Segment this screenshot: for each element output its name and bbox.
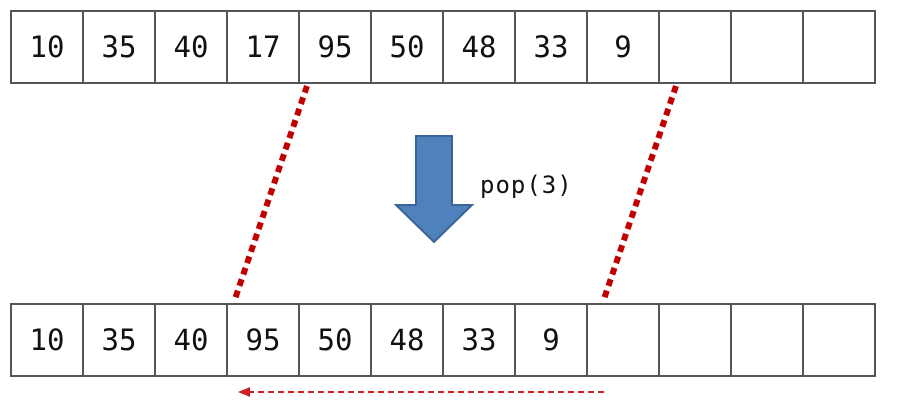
array-cell: 33 [514,10,588,84]
array-cell: 50 [370,10,444,84]
array-cell: 40 [154,303,228,377]
array-before: 10 35 40 17 95 50 48 33 9 [10,10,876,84]
array-cell-empty [802,10,876,84]
shift-guide-left [232,85,310,300]
operation-label: pop(3) [480,171,573,199]
array-cell: 95 [298,10,372,84]
array-cell: 17 [226,10,300,84]
array-cell: 10 [10,10,84,84]
array-cell-empty [658,303,732,377]
array-after: 10 35 40 95 50 48 33 9 [10,303,876,377]
shift-guide-right [601,85,679,300]
array-cell: 33 [442,303,516,377]
array-cell: 9 [586,10,660,84]
array-cell: 35 [82,10,156,84]
array-cell: 48 [370,303,444,377]
array-cell: 10 [10,303,84,377]
array-cell: 48 [442,10,516,84]
left-arrow-icon [238,387,604,397]
array-cell: 35 [82,303,156,377]
down-arrow-icon [393,135,475,244]
array-cell: 50 [298,303,372,377]
array-cell-empty [802,303,876,377]
